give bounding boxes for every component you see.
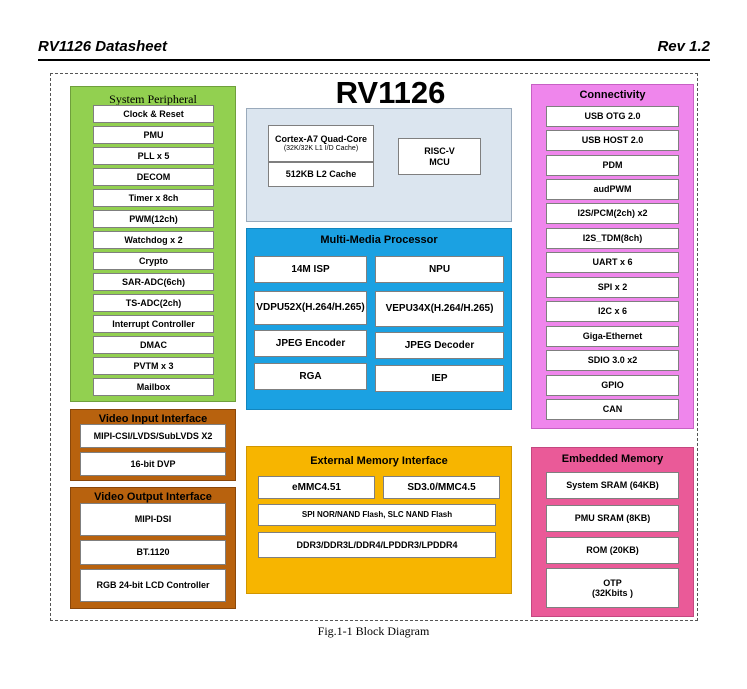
block-clock-reset: Clock & Reset [93, 105, 214, 123]
block-giga-ethernet: Giga-Ethernet [546, 326, 679, 347]
block-npu: NPU [375, 256, 504, 283]
block-rga: RGA [254, 363, 367, 390]
block-emmc: eMMC4.51 [258, 476, 375, 499]
block-pmu: PMU [93, 126, 214, 144]
block-usb-host: USB HOST 2.0 [546, 130, 679, 151]
panel-title: Video Input Interface [98, 413, 208, 425]
block-vepu: VEPU34X(H.264/H.265) [375, 291, 504, 327]
block-mipi-dsi: MIPI-DSI [80, 503, 226, 536]
figure-caption: Fig.1-1 Block Diagram [317, 624, 430, 638]
block-sd-mmc: SD3.0/MMC4.5 [383, 476, 500, 499]
block-sdio: SDIO 3.0 x2 [546, 350, 679, 371]
datasheet-title: RV1126 Datasheet [38, 38, 167, 55]
block-gpio: GPIO [546, 375, 679, 396]
block-pll: PLL x 5 [93, 147, 214, 165]
block-iep: IEP [375, 365, 504, 392]
block-spi-flash: SPI NOR/NAND Flash, SLC NAND Flash [258, 504, 496, 526]
block-system-sram: System SRAM (64KB) [546, 472, 679, 499]
block-i2c: I2C x 6 [546, 301, 679, 322]
block-interrupt-controller: Interrupt Controller [93, 315, 214, 333]
block-i2s-pcm: I2S/PCM(2ch) x2 [546, 203, 679, 224]
block-bt1120: BT.1120 [80, 540, 226, 565]
panel-title: Multi-Media Processor [320, 234, 438, 246]
revision-label: Rev 1.2 [657, 38, 710, 55]
block-watchdog: Watchdog x 2 [93, 231, 214, 249]
block-otp: OTP (32Kbits ) [546, 568, 679, 608]
block-pmu-sram: PMU SRAM (8KB) [546, 505, 679, 532]
block-mipi-csi: MIPI-CSI/LVDS/SubLVDS X2 [80, 424, 226, 448]
cpu-core-label: Cortex-A7 Quad-Core [274, 134, 367, 145]
block-can: CAN [546, 399, 679, 420]
block-ddr: DDR3/DDR3L/DDR4/LPDDR3/LPDDR4 [258, 532, 496, 558]
chip-title: RV1126 [335, 75, 446, 110]
panel-title: System Peripheral [109, 92, 197, 106]
block-timer: Timer x 8ch [93, 189, 214, 207]
block-jpeg-decoder: JPEG Decoder [375, 332, 504, 359]
block-pwm: PWM(12ch) [93, 210, 214, 228]
panel-title: Video Output Interface [94, 491, 212, 503]
panel-title: External Memory Interface [310, 455, 448, 467]
mcu-label: MCU [429, 156, 450, 167]
block-jpeg-encoder: JPEG Encoder [254, 330, 367, 357]
block-crypto: Crypto [93, 252, 214, 270]
block-isp: 14M ISP [254, 256, 367, 283]
block-i2s-tdm: I2S_TDM(8ch) [546, 228, 679, 249]
block-sar-adc: SAR-ADC(6ch) [93, 273, 214, 291]
panel-title: Connectivity [579, 89, 646, 101]
block-dmac: DMAC [93, 336, 214, 354]
diagram-frame [50, 73, 698, 621]
block-uart: UART x 6 [546, 252, 679, 273]
cpu-cache-label: (32K/32K L1 I/D Cache) [283, 144, 359, 152]
header-rule [38, 59, 710, 61]
block-risc-v: RISC-V MCU [398, 138, 481, 175]
block-audpwm: audPWM [546, 179, 679, 200]
block-ts-adc: TS-ADC(2ch) [93, 294, 214, 312]
block-rgb-lcd: RGB 24-bit LCD Controller [80, 569, 226, 602]
block-spi: SPI x 2 [546, 277, 679, 298]
block-pvtm: PVTM x 3 [93, 357, 214, 375]
block-decom: DECOM [93, 168, 214, 186]
block-pdm: PDM [546, 155, 679, 176]
block-vdpu: VDPU52X(H.264/H.265) [254, 291, 367, 325]
block-dvp: 16-bit DVP [80, 452, 226, 476]
risc-v-label: RISC-V [424, 146, 455, 157]
block-usb-otg: USB OTG 2.0 [546, 106, 679, 127]
block-rom: ROM (20KB) [546, 537, 679, 564]
otp-size-label: (32Kbits ) [591, 588, 633, 598]
block-l2-cache: 512KB L2 Cache [268, 162, 374, 187]
block-mailbox: Mailbox [93, 378, 214, 396]
otp-label: OTP [603, 577, 622, 588]
panel-title: Embedded Memory [561, 453, 664, 465]
block-cortex-a7: Cortex-A7 Quad-Core (32K/32K L1 I/D Cach… [268, 125, 374, 162]
